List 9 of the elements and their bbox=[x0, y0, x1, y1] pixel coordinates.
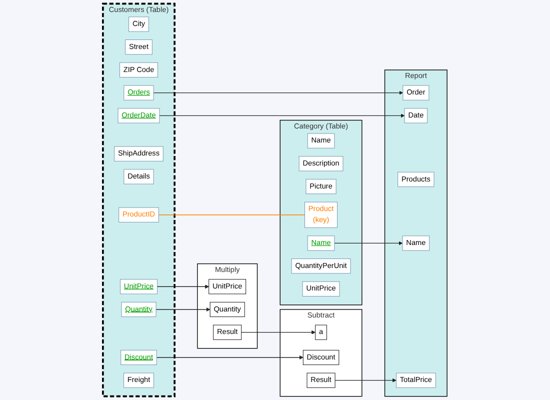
arrow bbox=[156, 284, 210, 289]
arrow bbox=[156, 355, 304, 360]
arrow bbox=[334, 241, 403, 246]
connector bbox=[158, 214, 306, 216]
arrow bbox=[334, 378, 396, 382]
arrow bbox=[159, 114, 405, 118]
arrow bbox=[153, 90, 404, 95]
arrow bbox=[241, 330, 316, 334]
arrow bbox=[156, 307, 210, 312]
